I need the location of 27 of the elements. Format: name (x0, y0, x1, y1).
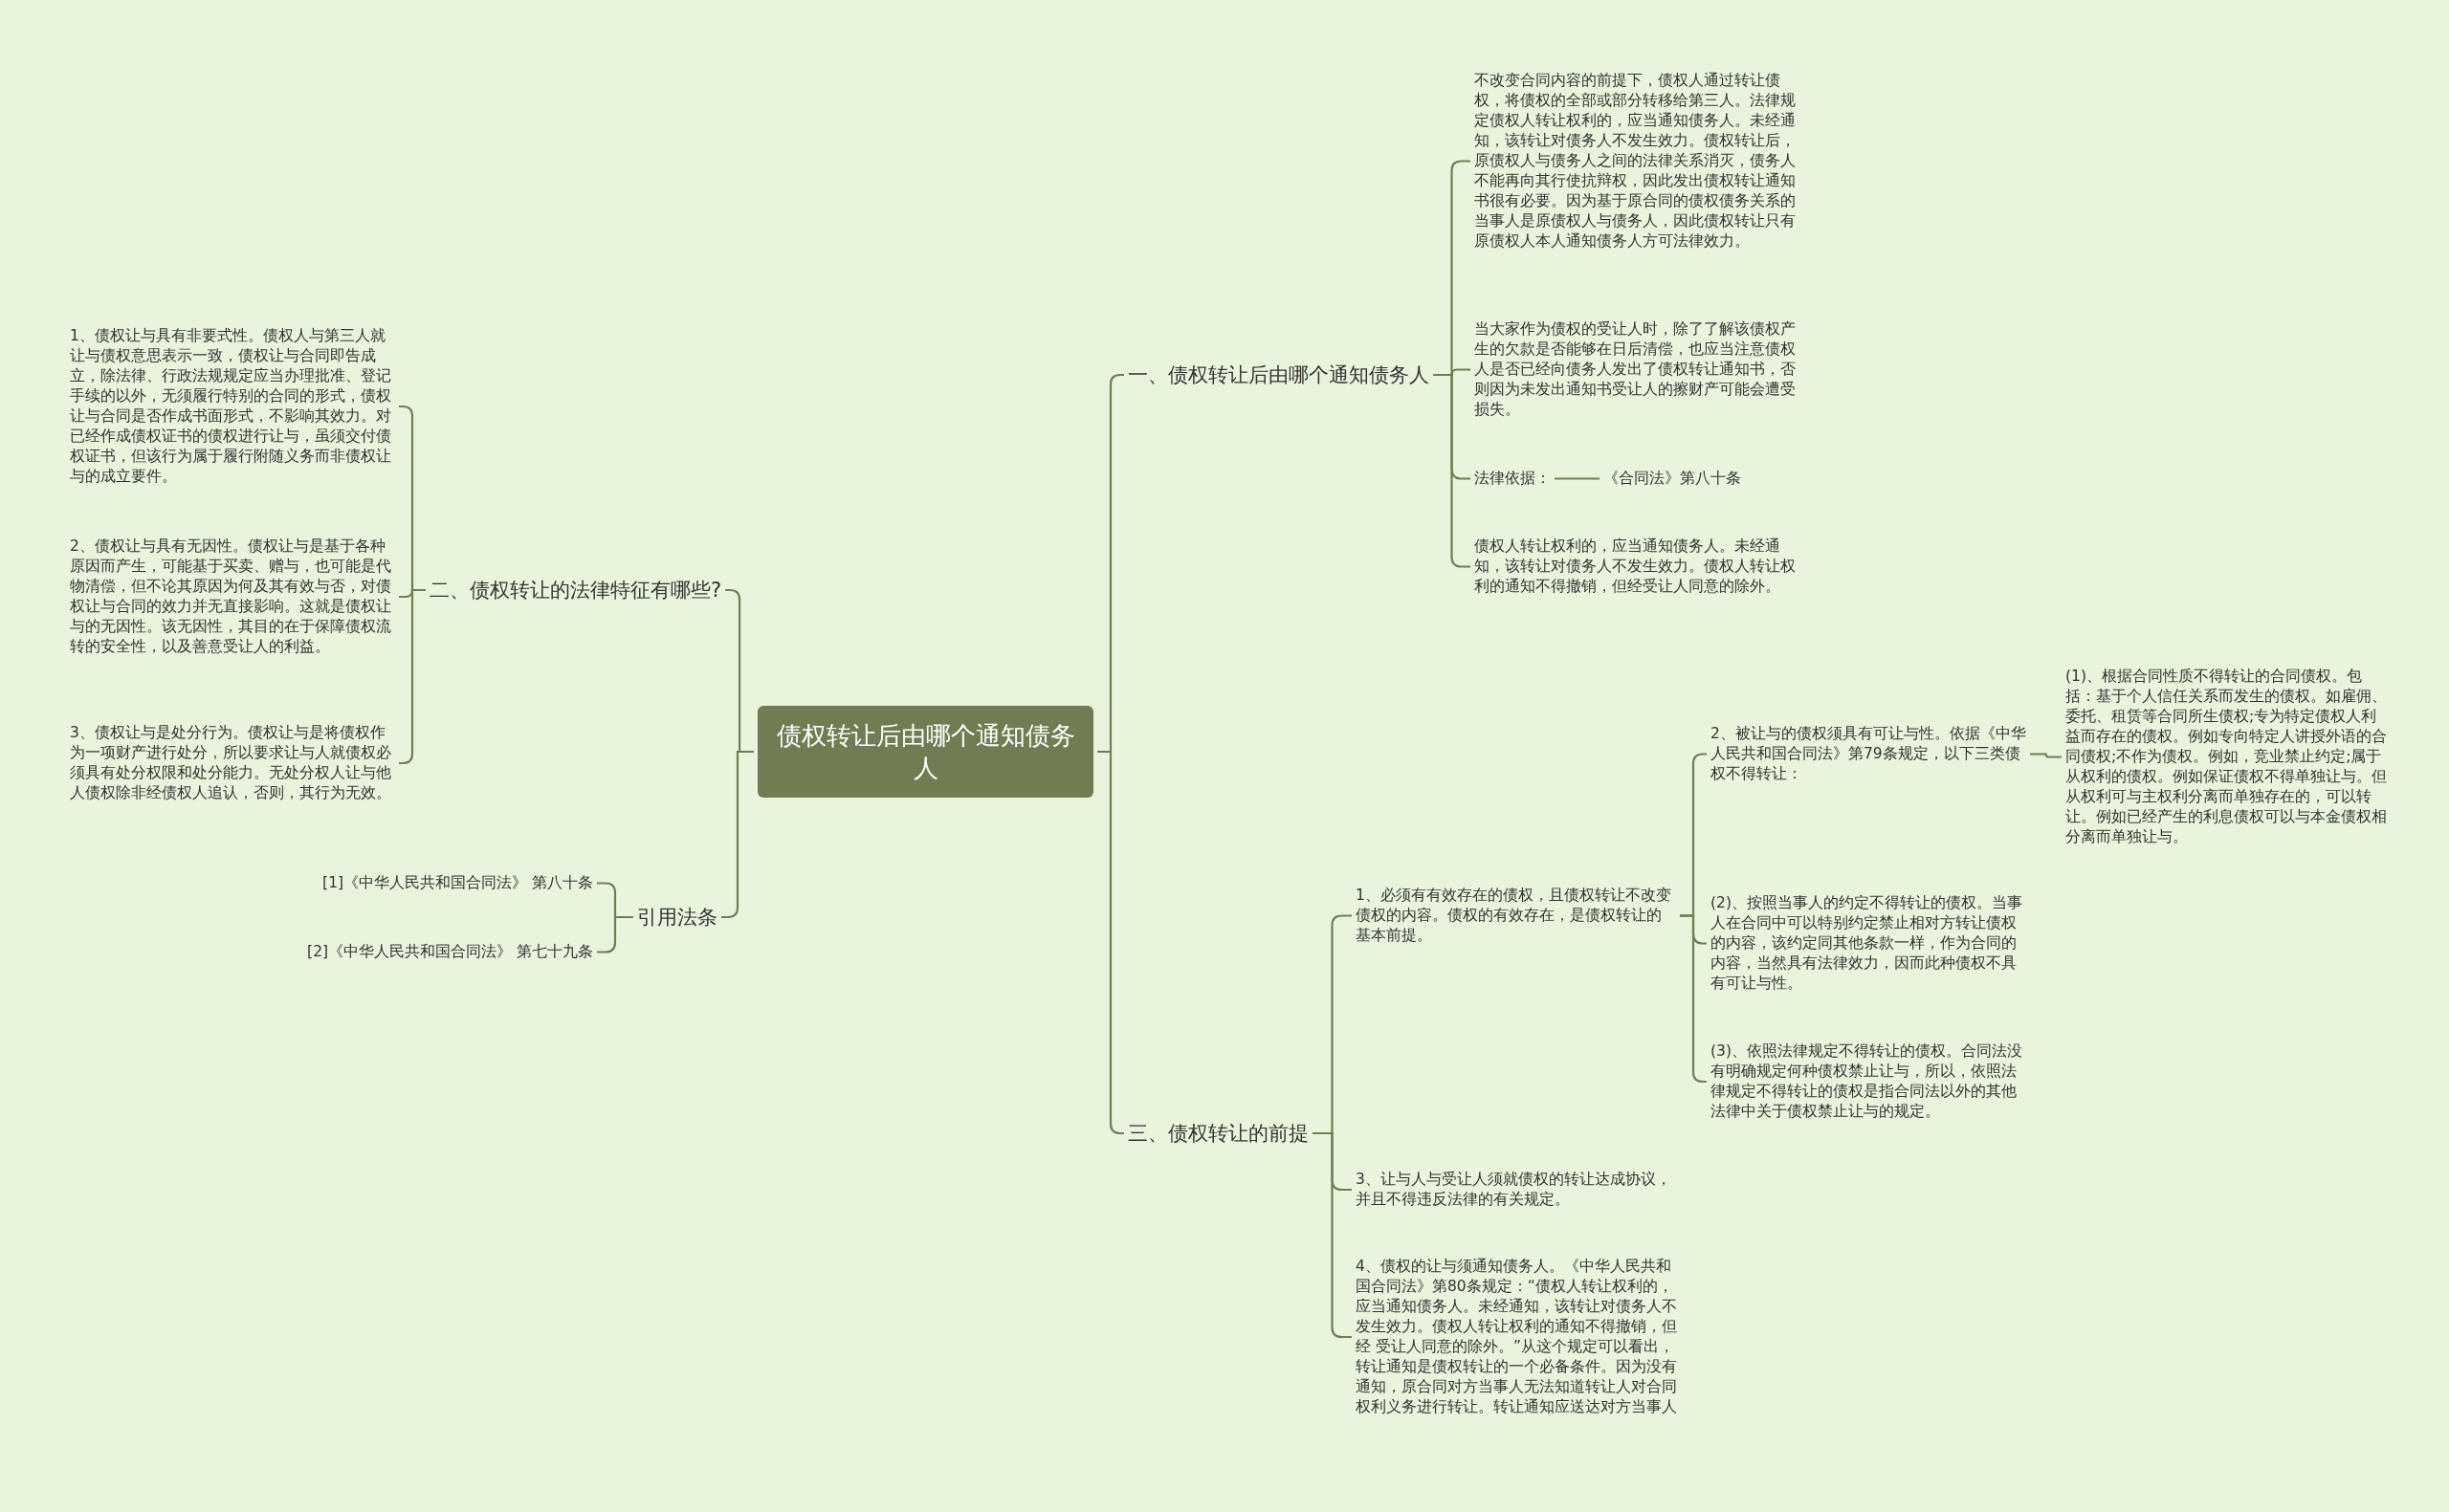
branch-label: 二、债权转让的法律特征有哪些? (430, 577, 722, 603)
note-text: 4、债权的让与须通知债务人。《中华人民共和国合同法》第80条规定：“债权人转让权利的，应当通知债务人。未经通知，该转让对债务人不发生效力。债权人转让权利的通知不得撤销，但经 受让人同意的除外。”从这个规定可以看出，转让通知是债权转让的一个必备条件。因为没有通知，原合同对方当事人无法知道转让人对合同权利义务进行转让。转让通知应送达对方当事人 (1356, 1257, 1681, 1417)
note-text: (1)、根据合同性质不得转让的合同债权。包括：基于个人信任关系而发生的债权。如雇佣、委托、租赁等合同所生债权;专为特定债权人利益而存在的债权。例如专向特定人讲授外语的合同债权;不作为债权。例如，竞业禁止约定;属于从权利的债权。例如保证债权不得单独让与。但从权利可与主权利分离而单独存在的，可以转让。例如已经产生的利息债权可以与本金债权相分离而单独让与。 (2065, 667, 2391, 847)
branch-label: 三、债权转让的前提 (1128, 1120, 1309, 1147)
note-text: 《合同法》第八十条 (1603, 469, 1741, 489)
note-text: (3)、依照法律规定不得转让的债权。合同法没有明确规定何种债权禁止让与，所以，依照法律规定不得转让的债权是指合同法以外的其他法律中关于债权禁止让与的规定。 (1710, 1041, 2031, 1122)
note-text: 法律依据： (1474, 469, 1551, 489)
note-text: [2]《中华人民共和国合同法》 第七十九条 (287, 942, 593, 962)
note-text: 1、必须有有效存在的债权，且债权转让不改变债权的内容。债权的有效存在，是债权转让的基本前提。 (1356, 886, 1676, 946)
note-text: 3、债权让与是处分行为。债权让与是将债权作为一项财产进行处分，所以要求让与人就债权必须具有处分权限和处分能力。无处分权人让与他人债权除非经债权人追认，否则，其行为无效。 (70, 723, 395, 803)
note-text: (2)、按照当事人的约定不得转让的债权。当事人在合同中可以特别约定禁止相对方转让债权的内容，该约定同其他条款一样，作为合同的内容，当然具有法律效力，因而此种债权不具有可让与性。 (1710, 893, 2031, 994)
connector-line (1680, 914, 1707, 1084)
note-text: 不改变合同内容的前提下，债权人通过转让债权，将债权的全部或部分转移给第三人。法律规定债权人转让权利的，应当通知债务人。未经通知，该转让对债务人不发生效力。债权转让后，原债权人与债务人之间的法律关系消灭，债务人不能再向其行使抗辩权，因此发出债权转让通知书很有必要。因为基于原合同的债权债务关系的当事人是原债权人与债务人，因此债权转让只有原债权人本人通知债务人方可法律效力。 (1474, 71, 1804, 252)
connector-line (2030, 753, 2062, 758)
note-text: [1]《中华人民共和国合同法》 第八十条 (287, 873, 593, 893)
connector-line (1097, 750, 1124, 1135)
topic-box: 债权转让后由哪个通知债务人 (758, 706, 1093, 798)
note-text: 2、被让与的债权须具有可让与性。依据《中华人民共和国合同法》第79条规定，以下三类债权不得转让： (1710, 724, 2026, 784)
note-text: 3、让与人与受让人须就债权的转让达成协议，并且不得违反法律的有关规定。 (1356, 1170, 1676, 1210)
note-text: 1、债权让与具有非要式性。债权人与第三人就让与债权意思表示一致，债权让与合同即告成立，除法律、行政法规规定应当办理批准、登记手续的以外，无须履行特别的合同的形式，债权让与合同是否作成书面形式，不影响其效力。对已经作成债权证书的债权进行让与，虽须交付债权证书，但该行为属于履行附随义务而非债权让与的成立要件。 (70, 326, 395, 487)
note-text: 2、债权让与具有无因性。债权让与是基于各种原因而产生，可能基于买卖、赠与，也可能是代物清偿，但不论其原因为何及其有效与否，对债权让与合同的效力并无直接影响。这就是债权让与的无因性。该无因性，其目的在于保障债权流转的安全性，以及善意受让人的利益。 (70, 537, 395, 657)
note-text: 当大家作为债权的受让人时，除了了解该债权产生的欠款是否能够在日后清偿，也应当注意债权人是否已经向债务人发出了债权转让通知书，否则因为未发出通知书受让人的擦财产可能会遭受损失。 (1474, 319, 1804, 420)
connector-line (1555, 477, 1600, 480)
note-text: 债权人转让权利的，应当通知债务人。未经通知，该转让对债务人不发生效力。债权人转让权利的通知不得撤销，但经受让人同意的除外。 (1474, 537, 1804, 597)
branch-label: 引用法条 (637, 904, 717, 931)
connector-line (597, 915, 633, 953)
branch-label: 一、债权转让后由哪个通知债务人 (1128, 362, 1429, 388)
